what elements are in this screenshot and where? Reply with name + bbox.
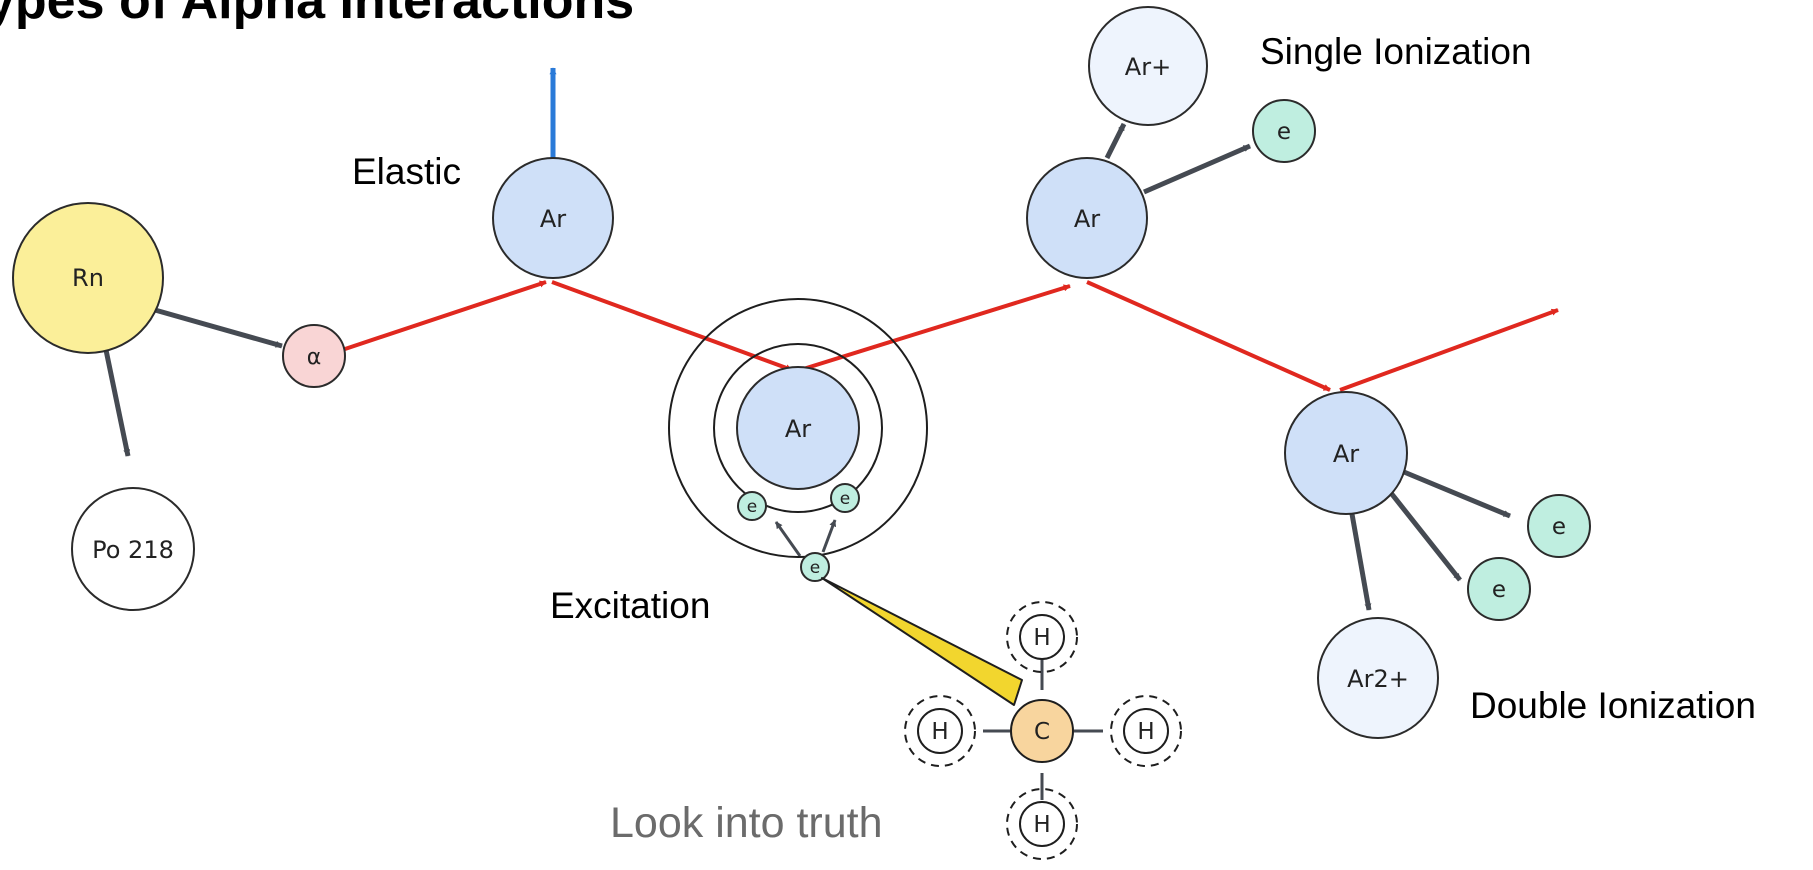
ar-single-label: Ar [1074, 205, 1100, 233]
rn-to-alpha-arrow [154, 307, 283, 349]
alpha-label: α [307, 345, 322, 370]
ar-excited-label: Ar [785, 415, 811, 443]
alpha-track-segment-3 [799, 284, 1071, 372]
e-double-2-node: e [1467, 557, 1531, 621]
excitation-electron-arrows [774, 519, 837, 557]
single-ionization-label: Single Ionization [1260, 31, 1532, 72]
h-right-label: H [1137, 719, 1154, 745]
page-title: ypes of Alpha Interactions [0, 0, 634, 30]
e-double-1-label: e [1552, 514, 1566, 540]
excitation-inner-shell [713, 343, 883, 513]
decay-arrows [103, 122, 1511, 611]
e-exc-bottom-label: e [810, 558, 820, 578]
e-single-node: e [1252, 99, 1316, 163]
h-bottom-atom: H [1006, 788, 1078, 860]
ar-excited-node: Ar [668, 298, 928, 558]
ar-single-node: Ar [1026, 157, 1148, 279]
h-top-label: H [1033, 625, 1050, 651]
ar-plus-label: Ar+ [1125, 53, 1171, 81]
e-double-1-node: e [1527, 494, 1591, 558]
rn-label: Rn [72, 264, 104, 292]
ar-to-arplus-arrow [1104, 122, 1127, 160]
ar-plus-node: Ar+ [1088, 6, 1208, 126]
ar-double-to-ar2plus-arrow [1349, 513, 1372, 611]
excitation-electron-bottom: e [800, 552, 830, 582]
h-bottom-label: H [1033, 812, 1050, 838]
ar-to-e-single-arrow [1143, 143, 1251, 195]
ar-elastic-label: Ar [540, 205, 566, 233]
alpha-track-segment-4 [1086, 280, 1331, 392]
po218-node: Po 218 [71, 487, 195, 611]
ar-double-node: Ar [1284, 391, 1408, 515]
exc-e-to-left-arrow [774, 521, 802, 557]
rn-to-po-arrow [103, 349, 131, 457]
e-exc-right-label: e [840, 489, 850, 509]
methane-molecule: H H H H C [904, 601, 1182, 860]
c-label: C [1034, 719, 1050, 745]
alpha-track [341, 280, 1559, 392]
excitation-label: Excitation [550, 585, 710, 626]
rn-node: Rn [12, 202, 164, 354]
alpha-track-segment-2 [551, 280, 793, 372]
alpha-track-segment-1 [341, 280, 547, 352]
e-exc-left-label: e [747, 497, 757, 517]
h-right-atom: H [1110, 695, 1182, 767]
e-double-2-label: e [1492, 577, 1506, 603]
elastic-label: Elastic [352, 151, 461, 192]
h-left-atom: H [904, 695, 976, 767]
double-ionization-label: Double Ionization [1470, 685, 1756, 726]
exc-e-to-right-arrow [821, 519, 837, 553]
e-single-label: e [1277, 119, 1291, 145]
methane-bonds [983, 658, 1103, 800]
photon-beam [821, 577, 1023, 706]
po218-label: Po 218 [92, 536, 174, 564]
ar-double-label: Ar [1333, 440, 1359, 468]
ar2-plus-label: Ar2+ [1347, 665, 1409, 693]
excitation-electron-left: e [737, 491, 767, 521]
ar-double-to-e1-arrow [1403, 469, 1511, 519]
look-into-truth-label: Look into truth [610, 799, 883, 847]
excitation-electron-right: e [830, 483, 860, 513]
ar-elastic-node: Ar [492, 157, 614, 279]
excitation-outer-shell [668, 298, 928, 558]
h-top-atom: H [1006, 601, 1078, 673]
c-atom: C [1010, 699, 1074, 763]
h-left-label: H [931, 719, 948, 745]
ar2-plus-node: Ar2+ [1317, 617, 1439, 739]
alpha-track-segment-5 [1339, 308, 1559, 392]
ar-double-to-e2-arrow [1389, 491, 1462, 582]
alpha-particle: α [282, 324, 346, 388]
